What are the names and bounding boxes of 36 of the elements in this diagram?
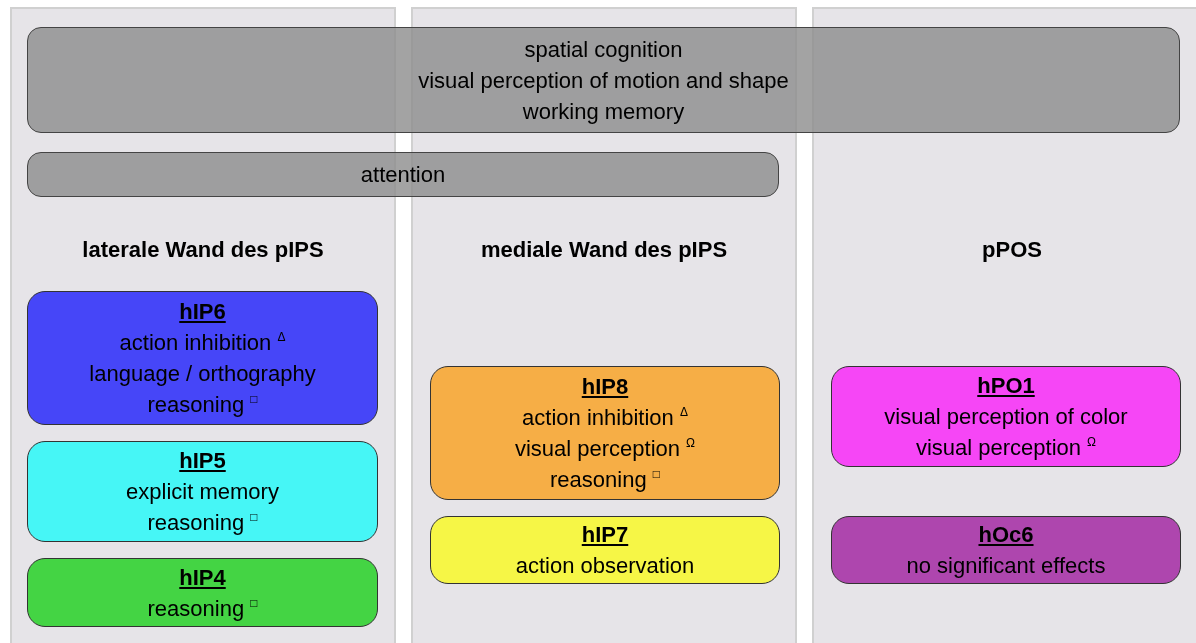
- function-label: attention: [360, 161, 446, 189]
- area-name: hIP6: [179, 298, 226, 326]
- function-label: reasoning $^{□}$: [147, 391, 258, 419]
- function-label: visual perception of color: [884, 403, 1128, 431]
- function-bar: [27, 152, 779, 197]
- area-box: [831, 366, 1181, 467]
- function-label: visual perception of motion and shape: [418, 66, 789, 95]
- function-label: no significant effects: [906, 552, 1106, 580]
- function-label: explicit memory: [126, 478, 279, 506]
- area-name: hPO1: [977, 372, 1035, 400]
- area-box: [27, 441, 378, 542]
- function-label: reasoning $^{□}$: [550, 466, 660, 494]
- column-heading: pPOS: [981, 236, 1043, 264]
- area-box: [430, 516, 780, 584]
- function-label: visual perception $^{Ω}$: [514, 435, 696, 463]
- column-heading: laterale Wand des pIPS: [81, 236, 325, 264]
- function-label: visual perception $^{Ω}$: [915, 434, 1097, 462]
- function-label: action observation: [515, 552, 695, 580]
- area-box: [831, 516, 1181, 584]
- area-box: [27, 558, 378, 627]
- area-name: hIP8: [581, 373, 629, 401]
- function-label: action inhibition $^{Δ}$: [522, 404, 688, 432]
- area-box: [430, 366, 780, 500]
- area-name: hOc6: [978, 521, 1034, 549]
- column-heading: mediale Wand des pIPS: [479, 236, 729, 264]
- area-box: [27, 291, 378, 425]
- area-name: hIP4: [179, 563, 226, 592]
- function-label: language / orthography: [89, 360, 316, 388]
- function-label: spatial cognition: [524, 35, 683, 64]
- function-label: working memory: [522, 97, 685, 126]
- function-bar: [27, 27, 1180, 133]
- function-label: reasoning $^{□}$: [147, 594, 258, 623]
- function-label: action inhibition $^{Δ}$: [119, 329, 286, 357]
- area-name: hIP5: [179, 447, 226, 475]
- function-label: reasoning $^{□}$: [147, 509, 258, 537]
- area-name: hIP7: [581, 521, 629, 549]
